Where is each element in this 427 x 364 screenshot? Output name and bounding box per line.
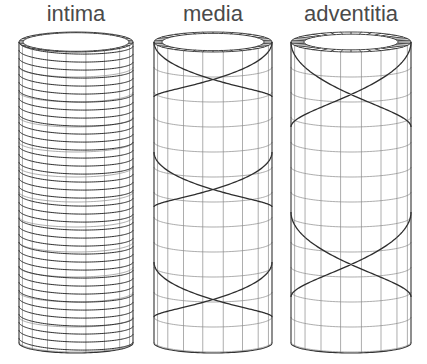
wall-ring <box>154 32 272 52</box>
cylinder-outline <box>154 42 272 353</box>
wall-ring <box>291 32 411 52</box>
cylinder-outline <box>291 42 411 353</box>
cylinder-body <box>291 42 411 353</box>
fiber-helix <box>19 42 133 350</box>
fiber-helix <box>154 42 272 317</box>
cylinder-body <box>19 42 133 353</box>
mesh-grid <box>19 45 133 352</box>
cylinder-outline <box>19 42 133 353</box>
cylinder-body <box>154 42 272 353</box>
wall-ring <box>19 32 133 52</box>
layer-label: media <box>183 1 243 27</box>
layer-label: adventitia <box>304 1 398 27</box>
fiber-helix <box>291 42 411 297</box>
mesh-grid <box>154 45 272 352</box>
mesh-grid <box>291 45 411 352</box>
layer-label: intima <box>47 1 106 27</box>
